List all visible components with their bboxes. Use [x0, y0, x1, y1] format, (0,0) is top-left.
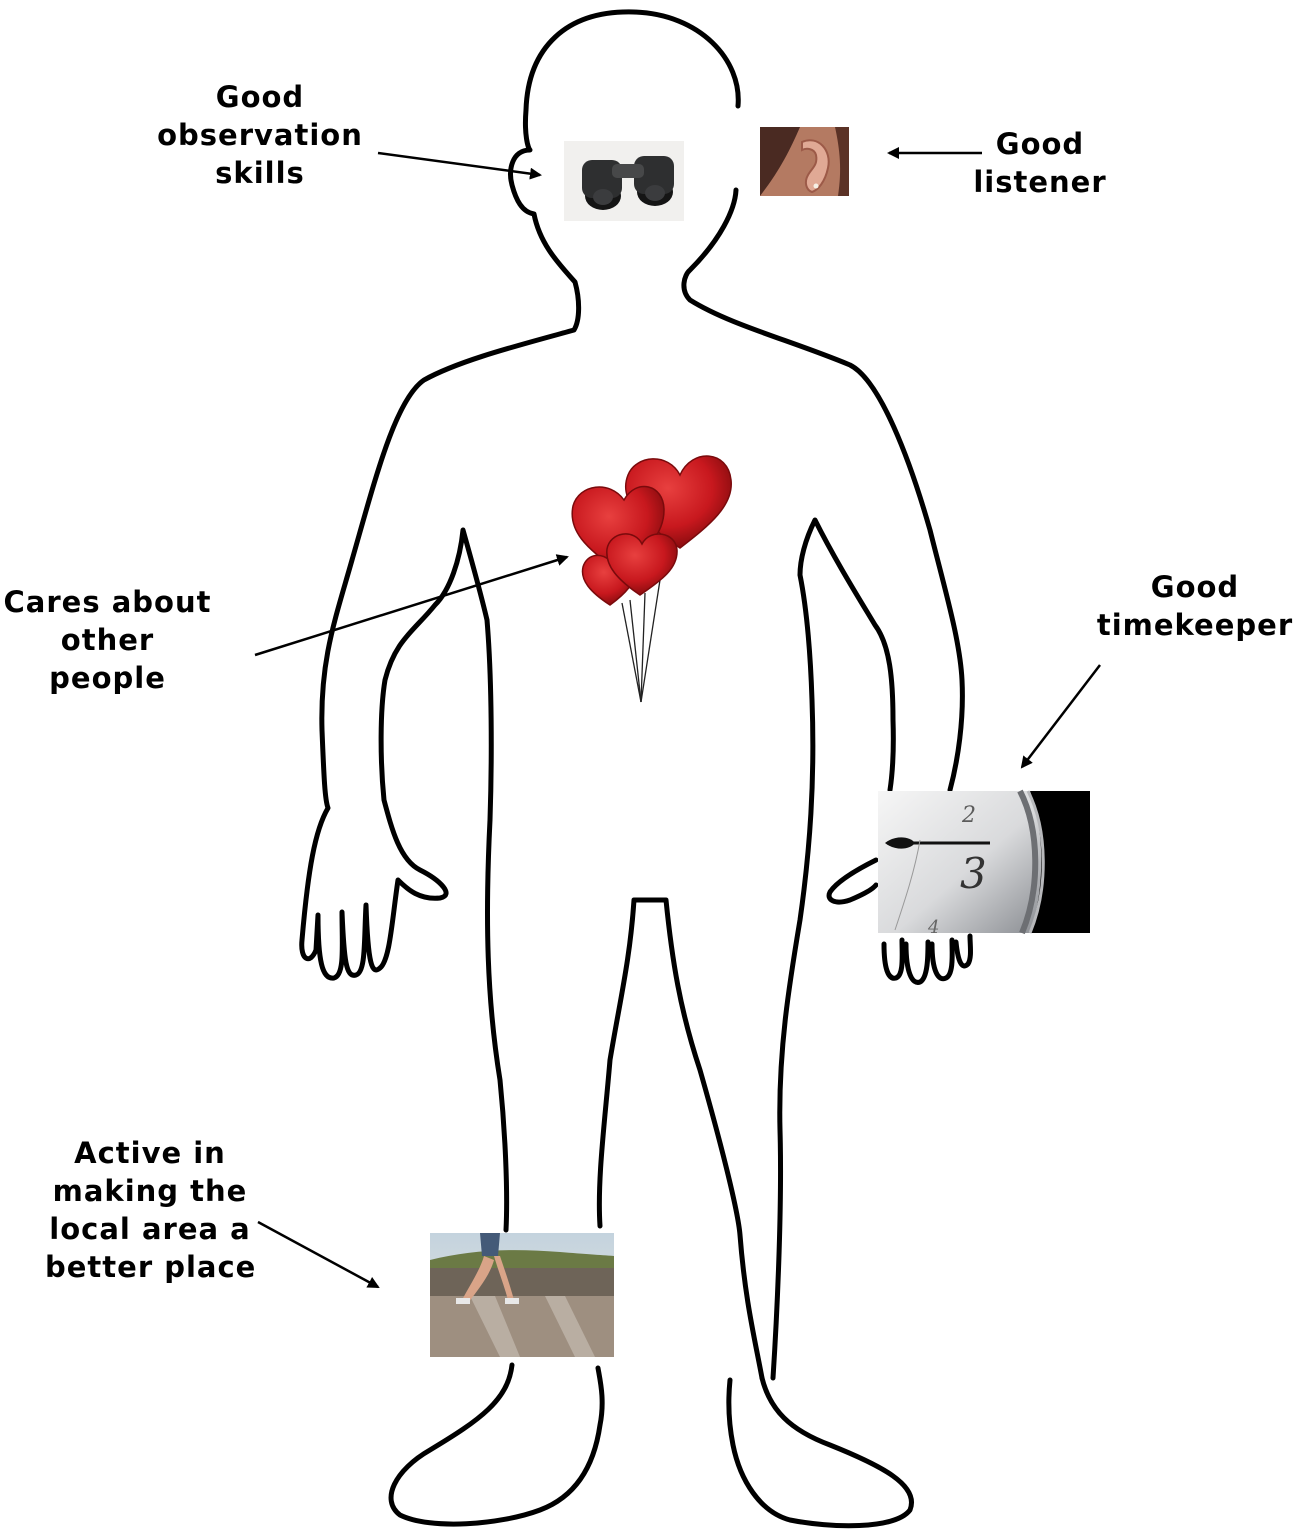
- svg-text:4: 4: [927, 917, 939, 938]
- svg-text:3: 3: [960, 849, 987, 898]
- label-cares: Cares about other people: [0, 583, 215, 697]
- arrow-timekeeper: [1022, 665, 1100, 767]
- clock-icon: 2 3 4: [878, 791, 1090, 938]
- arrow-active: [258, 1222, 378, 1287]
- label-observation: Good observation skills: [150, 78, 370, 192]
- arrow-cares: [255, 557, 567, 655]
- label-listener: Good listener: [960, 125, 1120, 201]
- label-timekeeper: Good timekeeper: [1095, 568, 1295, 644]
- ear-icon: [760, 127, 849, 196]
- body-outline: [302, 12, 971, 1526]
- heart-balloons-icon: [572, 456, 731, 702]
- running-legs-icon: [430, 1233, 614, 1357]
- binoculars-icon: [564, 141, 684, 221]
- label-active: Active in making the local area a better…: [45, 1134, 255, 1286]
- svg-text:2: 2: [961, 803, 976, 828]
